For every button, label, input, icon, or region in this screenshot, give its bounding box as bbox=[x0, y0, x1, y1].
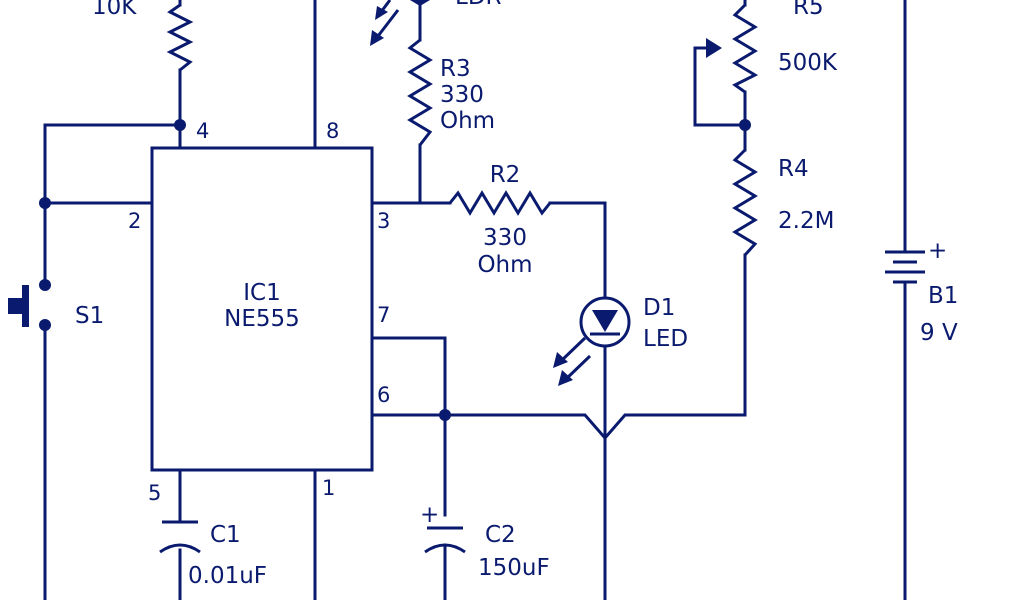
switch-s1: S1 bbox=[8, 279, 104, 331]
wires bbox=[43, 0, 907, 600]
resistor-zigzag bbox=[166, 3, 194, 72]
ldr: LDR bbox=[370, 0, 502, 46]
light-arrow-icon bbox=[563, 354, 592, 382]
pin-3-label: 3 bbox=[377, 209, 390, 233]
led-d1: D1 LED bbox=[553, 295, 688, 386]
d1-type: LED bbox=[643, 326, 688, 352]
r5-name: R5 bbox=[793, 0, 824, 20]
pot-wiper-arrow-icon bbox=[693, 46, 712, 125]
s1-name: S1 bbox=[75, 303, 104, 329]
b1-name: B1 bbox=[928, 283, 958, 309]
led-body bbox=[579, 296, 631, 348]
r2-value: 330 bbox=[483, 225, 527, 251]
resistor-r4: R4 2.2M bbox=[732, 148, 834, 257]
junction-dot bbox=[739, 119, 751, 131]
pin-6-label: 6 bbox=[377, 383, 390, 407]
r2-unit: Ohm bbox=[477, 252, 532, 278]
capacitor-c2: + C2 150uF bbox=[420, 502, 550, 581]
pin-8-label: 8 bbox=[326, 119, 339, 143]
pin-7-label: 7 bbox=[377, 303, 390, 327]
battery-b1: + B1 9 V bbox=[885, 238, 958, 346]
cap-plate-curved bbox=[159, 543, 201, 554]
arrow-head-icon bbox=[706, 38, 722, 58]
resistor-r3: R3 330 Ohm bbox=[407, 38, 495, 146]
ic-part: NE555 bbox=[224, 306, 300, 332]
r4-value: 2.2M bbox=[778, 208, 834, 234]
c1-name: C1 bbox=[210, 522, 241, 548]
resistor-zigzag bbox=[732, 3, 759, 94]
resistor-r2: R2 330 Ohm bbox=[448, 162, 552, 278]
resistor-zigzag bbox=[732, 148, 758, 257]
b1-value: 9 V bbox=[920, 320, 958, 346]
junction-dot bbox=[39, 197, 51, 209]
pin-1-label: 1 bbox=[322, 476, 335, 500]
resistor-zigzag bbox=[448, 190, 552, 216]
arrow-head-icon bbox=[553, 352, 568, 368]
r3-value: 330 bbox=[440, 82, 484, 108]
ic1-ne555: IC1 NE555 4 8 2 3 7 6 5 1 bbox=[128, 119, 390, 505]
junction-dot bbox=[174, 119, 186, 131]
resistor-10k-value: 10K bbox=[92, 0, 137, 20]
arrow-head-icon bbox=[370, 30, 384, 46]
switch-contact bbox=[39, 279, 51, 291]
junction-dot bbox=[439, 409, 451, 421]
switch-actuator-icon bbox=[22, 285, 29, 327]
c2-value: 150uF bbox=[478, 555, 550, 581]
ldr-label: LDR bbox=[455, 0, 502, 10]
r3-name: R3 bbox=[440, 56, 471, 82]
switch-contact bbox=[39, 319, 51, 331]
pin-5-label: 5 bbox=[148, 481, 161, 505]
cap-plate-curved bbox=[424, 543, 466, 554]
ic-body bbox=[150, 146, 374, 472]
ldr-body-icon bbox=[410, 0, 430, 6]
arrow-head-icon bbox=[375, 6, 388, 20]
c2-polarity: + bbox=[420, 502, 439, 528]
capacitor-c1: C1 0.01uF bbox=[159, 520, 267, 589]
r4-name: R4 bbox=[778, 156, 809, 182]
r3-unit: Ohm bbox=[440, 108, 495, 134]
pin-4-label: 4 bbox=[196, 119, 209, 143]
junctions bbox=[39, 119, 751, 421]
led-diode-icon bbox=[592, 310, 618, 332]
arrow-head-icon bbox=[558, 370, 573, 386]
switch-button-icon bbox=[8, 298, 22, 314]
resistor-r5: R5 500K bbox=[693, 0, 838, 125]
resistor-10k: 10K bbox=[92, 0, 194, 72]
d1-name: D1 bbox=[643, 295, 675, 321]
light-arrow-icon bbox=[558, 336, 587, 364]
b1-polarity: + bbox=[928, 238, 947, 264]
ic-name: IC1 bbox=[243, 280, 280, 306]
r2-name: R2 bbox=[490, 162, 521, 188]
c2-name: C2 bbox=[485, 522, 516, 548]
c1-value: 0.01uF bbox=[188, 563, 267, 589]
resistor-zigzag bbox=[407, 38, 433, 146]
pin-2-label: 2 bbox=[128, 209, 141, 233]
r5-value: 500K bbox=[778, 50, 838, 76]
